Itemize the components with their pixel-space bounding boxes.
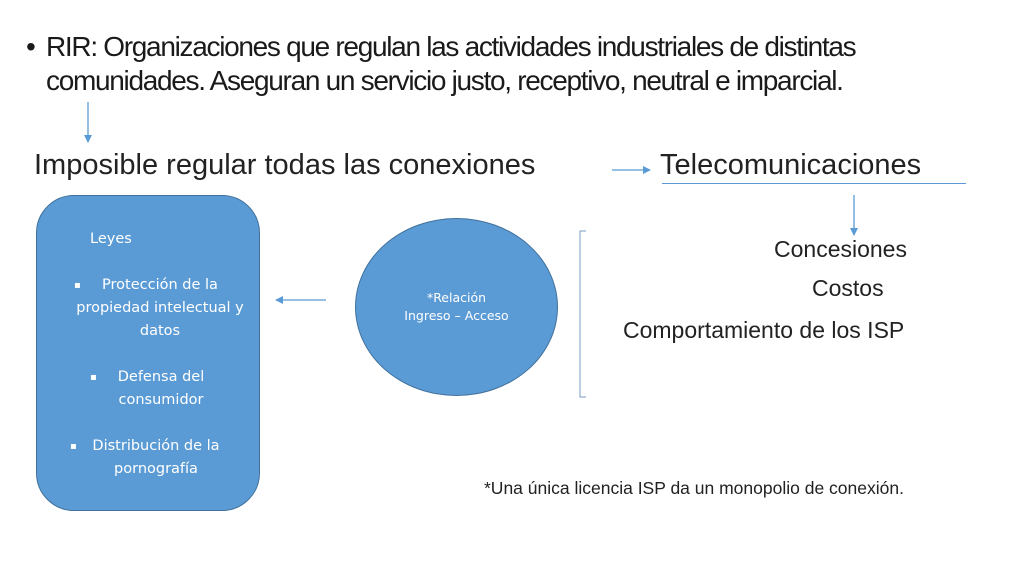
bullet-icon: ▪ (74, 280, 81, 291)
flow-right-text: Telecomunicaciones (660, 149, 922, 181)
laws-box (36, 195, 260, 511)
footnote: *Una única licencia ISP da un monopolio … (484, 478, 904, 498)
bullet-icon: ▪ (90, 372, 97, 383)
law-item: ▪ Distribución de la pornografía (66, 435, 246, 481)
laws-heading: Leyes (90, 231, 132, 247)
law-item-text: Distribución de la pornografía (92, 438, 220, 477)
right-item-costos: Costos (812, 275, 884, 301)
right-item-comportamiento: Comportamiento de los ISP (623, 317, 905, 343)
law-item-text: Defensa del consumidor (117, 369, 205, 408)
title-bullet: • (26, 31, 36, 62)
telecom-underline (662, 183, 966, 184)
relation-circle-text: *Relación Ingreso – Acceso (355, 289, 558, 325)
law-item-text: Protección de la propiedad intelectual y… (76, 277, 244, 339)
flow-left-text: Imposible regular todas las conexiones (34, 149, 536, 181)
relation-line-2: Ingreso – Acceso (404, 308, 509, 323)
title-text: RIR: Organizaciones que regulan las acti… (46, 31, 857, 96)
right-item-concesiones: Concesiones (774, 236, 907, 262)
bracket (579, 230, 586, 398)
relation-circle (355, 218, 558, 396)
law-item: ▪ Protección de la propiedad intelectual… (70, 274, 250, 343)
title: • RIR: Organizaciones que regulan las ac… (26, 30, 1006, 98)
relation-line-1: *Relación (426, 290, 487, 305)
law-item: ▪ Defensa del consumidor (86, 366, 236, 412)
bullet-icon: ▪ (70, 441, 77, 452)
